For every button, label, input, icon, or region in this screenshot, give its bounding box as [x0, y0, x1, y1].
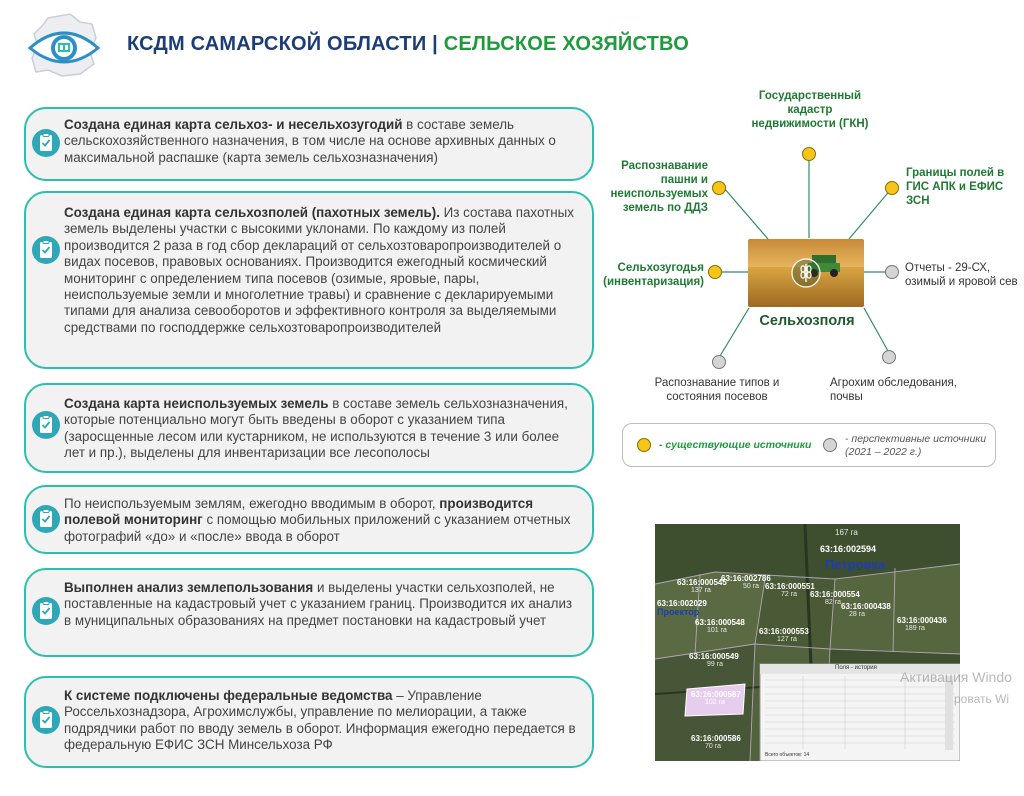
parcel-id: 63:16:000553	[759, 627, 809, 636]
card-bold: Создана единая карта сельхоз- и несельхо…	[64, 117, 403, 132]
card-pre: По неиспользуемым землям, ежегодно вводи…	[64, 496, 440, 511]
card-bold: К системе подключены федеральные ведомст…	[64, 688, 393, 703]
title-main: КСДМ САМАРСКОЙ ОБЛАСТИ	[127, 33, 427, 55]
source-gis-apk-label: Границы полей в ГИС АПК и ЕФИС ЗСН	[906, 167, 1005, 207]
map-projector-label: Проектор	[657, 607, 700, 617]
source-29sx-label: Отчеты - 29-СХ, озимый и яровой сев	[905, 262, 1018, 288]
sources-diagram: Государственный кадастр недвижимости (ГК…	[600, 80, 1024, 480]
wheat-icon	[800, 264, 812, 282]
page-title: КСДМ САМАРСКОЙ ОБЛАСТИ | СЕЛЬСКОЕ ХОЗЯЙС…	[127, 33, 689, 56]
parcel-id: 63:16:002029	[657, 599, 707, 608]
dialog-title: Поля - история	[835, 665, 877, 671]
prospective-source-dot	[712, 355, 726, 369]
legend-existing-label: - существующие источники	[659, 439, 812, 451]
center-label: Сельхозполя	[759, 313, 855, 329]
card-bold: Выполнен анализ землепользования	[64, 580, 314, 595]
legend-prospective-line2: (2021 – 2022 г.)	[845, 446, 922, 458]
card-body: и выделены участки сельхозполей, не пост…	[64, 580, 573, 628]
windows-activation-watermark: Активация Windo ровать Wi	[900, 666, 1012, 710]
clipboard-check-icon	[32, 505, 60, 533]
legend-prospective-dot	[823, 438, 837, 452]
parcel-area: 189 га	[905, 625, 925, 632]
clipboard-check-icon	[32, 597, 60, 625]
info-card: Создана карта неиспользуемых земель в со…	[24, 383, 594, 473]
source-agrochem-label: Агрохим обследования, почвы	[830, 377, 957, 403]
clipboard-check-icon	[32, 411, 60, 439]
parcel-id: 63:16:000554	[810, 590, 860, 599]
existing-source-dot	[712, 181, 726, 195]
source-ddz-label: Распознавание пашни и неиспользуемых зем…	[610, 160, 708, 214]
connector-lines	[719, 154, 893, 357]
parcel-id: 63:16:000551	[765, 582, 815, 591]
parcel-area: 101 га	[707, 627, 727, 634]
parcel-area: 102 га	[705, 699, 725, 706]
card-text: К системе подключены федеральные ведомст…	[64, 688, 578, 754]
parcel-id: 63:16:000438	[841, 602, 891, 611]
cadastral-map: 167 га 63:16:002594 Петровка 63:16:00278…	[655, 524, 960, 761]
info-card: Выполнен анализ землепользования и выдел…	[24, 568, 594, 657]
existing-source-dot	[708, 265, 722, 279]
parcel-area: 28 га	[849, 611, 866, 618]
existing-source-dot	[802, 147, 816, 161]
card-bold: производится полевой мониторинг	[64, 496, 534, 528]
card-text: Выполнен анализ землепользования и выдел…	[64, 580, 578, 629]
clipboard-check-icon	[32, 236, 60, 264]
card-body: – Управление Россельхознадзора, Агрохимс…	[64, 688, 576, 753]
card-text: По неиспользуемым землям, ежегодно вводи…	[64, 496, 578, 545]
clipboard-check-icon	[32, 129, 60, 157]
legend-prospective-line1: - перспективные источники	[845, 433, 987, 445]
parcel-area: 137 га	[691, 587, 711, 594]
source-gkn-label: Государственный кадастр недвижимости (ГК…	[751, 90, 869, 130]
parcel-id: 63:16:000549	[689, 652, 739, 661]
parcel-id: 63:16:000548	[695, 618, 745, 627]
card-body: в составе земель сельхозназначения, кото…	[64, 396, 568, 461]
legend-prospective-label: - перспективные источники (2021 – 2022 г…	[845, 433, 986, 459]
watermark-line1: Активация Windo	[900, 669, 1012, 685]
info-card: К системе подключены федеральные ведомст…	[24, 676, 594, 768]
card-body: с помощью мобильных приложений с указани…	[64, 512, 571, 544]
clipboard-check-icon	[32, 706, 60, 734]
parcel-id: 63:16:000587	[691, 690, 741, 699]
card-bold: Создана карта неиспользуемых земель	[64, 396, 329, 411]
parcel-area: 82 га	[825, 599, 842, 606]
card-text: Создана единая карта сельхоз- и несельхо…	[64, 117, 578, 166]
field-photo	[748, 239, 864, 307]
parcel-id: 63:16:000545	[677, 578, 727, 587]
info-card: По неиспользуемым землям, ежегодно вводи…	[24, 485, 594, 554]
source-crop-types-label: Распознавание типов и состояния посевов	[654, 377, 780, 403]
legend: - существующие источники - перспективные…	[622, 423, 996, 467]
watermark-line2: ровать Wi	[954, 692, 1010, 706]
parcel-id: 63:16:002594	[820, 544, 877, 554]
region-eye-logo	[26, 12, 102, 80]
parcel-area: 167 га	[835, 528, 858, 537]
parcel-area: 50 га	[743, 583, 760, 590]
prospective-source-dot	[882, 350, 896, 364]
parcel-id: 63:16:000586	[691, 734, 741, 743]
map-place-name: Петровка	[825, 557, 886, 572]
legend-existing-dot	[637, 438, 651, 452]
card-text: Создана карта неиспользуемых земель в со…	[64, 396, 578, 462]
parcel-area: 127 га	[777, 636, 797, 643]
parcel-id: 63:16:002786	[721, 574, 771, 583]
dialog-footer: Всего объектов: 14	[765, 752, 810, 758]
card-text: Создана единая карта сельхозполей (пахот…	[64, 205, 578, 336]
title-separator: |	[426, 33, 444, 55]
card-bold: Создана единая карта сельхозполей (пахот…	[64, 205, 440, 220]
parcel-area: 72 га	[781, 591, 798, 598]
prospective-source-dot	[885, 265, 899, 279]
parcel-id: 63:16:000436	[897, 616, 947, 625]
card-body: Из состава пахотных земель выделены учас…	[64, 205, 574, 335]
title-sub: СЕЛЬСКОЕ ХОЗЯЙСТВО	[443, 33, 689, 55]
source-inventory-label: Сельхозугодья (инвентаризация)	[603, 262, 704, 288]
card-body: в составе земель сельскохозяйственного н…	[64, 117, 556, 165]
parcel-area: 99 га	[707, 661, 724, 668]
info-card: Создана единая карта сельхоз- и несельхо…	[24, 107, 594, 181]
existing-source-dot	[885, 181, 899, 195]
parcel-area: 70 га	[705, 743, 722, 750]
info-card: Создана единая карта сельхозполей (пахот…	[24, 191, 594, 369]
